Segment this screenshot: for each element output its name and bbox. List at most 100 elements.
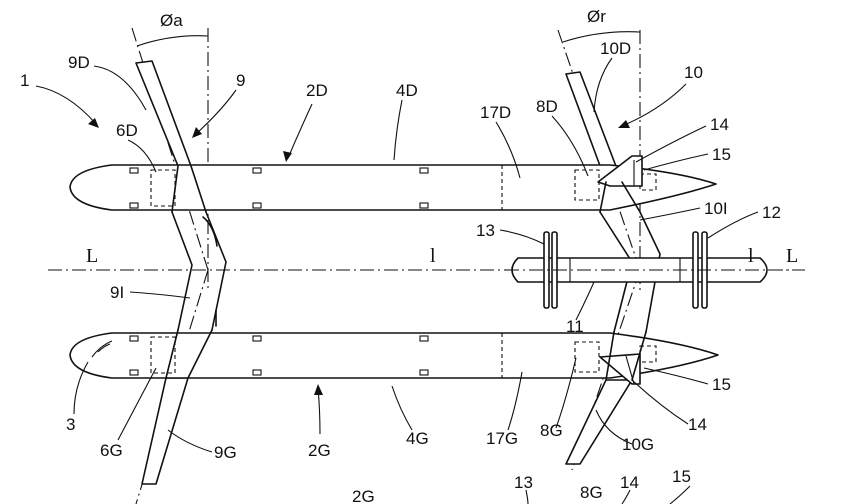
- label-angle-a: Øa: [160, 11, 183, 30]
- label-2g-bottom: 2G: [352, 487, 375, 504]
- leader-8g: [555, 357, 577, 429]
- front-wing-inner-kink: [202, 216, 218, 327]
- leader-4g: [391, 385, 413, 431]
- label-10d: 10D: [600, 39, 631, 58]
- label-1: 1: [20, 71, 29, 90]
- lower-fuselage-window: [252, 369, 262, 376]
- leader-9d: [93, 65, 147, 111]
- label-13-bottom: 13: [514, 473, 533, 492]
- label-13: 13: [476, 221, 495, 240]
- upper-fuselage-window: [129, 167, 139, 174]
- label-10i: 10I: [704, 199, 728, 218]
- label-17d: 17D: [480, 103, 511, 122]
- leader-8d: [551, 115, 589, 177]
- label-17g: 17G: [486, 429, 518, 448]
- upper-tail-fin-14: [597, 155, 643, 187]
- label-15-low: 15: [712, 375, 731, 394]
- leader-13: [499, 229, 545, 245]
- angle-r-arc: [562, 31, 641, 43]
- front-wing-inner-9i: [171, 211, 227, 331]
- leader-11: [575, 281, 595, 321]
- leader-6g: [117, 367, 157, 441]
- leader-10d: [593, 57, 613, 113]
- upper-rear-box-8d: [574, 169, 600, 201]
- upper-fuselage-window: [252, 202, 262, 209]
- leader-10g: [595, 409, 633, 445]
- front-wing-lower-root: [165, 329, 213, 379]
- leader-2d: [287, 103, 313, 159]
- leader-15-bottom: [669, 485, 691, 504]
- leader-17g: [507, 371, 523, 431]
- label-2g: 2G: [308, 441, 331, 460]
- label-axis-l-mid: l: [430, 245, 436, 267]
- lower-fuselage-window: [129, 335, 139, 342]
- front-wing-lower-9g: [141, 377, 189, 485]
- rear-wing-upper-root: [599, 181, 641, 213]
- label-9g: 9G: [214, 443, 237, 462]
- label-8g-bottom: 8G: [580, 483, 603, 502]
- rear-wing-lower-root: [605, 331, 647, 381]
- leader-3: [73, 361, 89, 415]
- label-8d: 8D: [536, 97, 558, 116]
- label-14-low: 14: [688, 415, 707, 434]
- arrowhead-9: [192, 127, 202, 138]
- leader-17d: [495, 121, 521, 179]
- label-axis-L-right: L: [786, 245, 798, 267]
- arrowhead-2g: [314, 384, 323, 395]
- cockpit-windshield-3: [91, 340, 113, 358]
- upper-fuselage-window: [252, 167, 262, 174]
- leader-13-bottom: [525, 489, 529, 504]
- label-14-bottom: 14: [620, 473, 639, 492]
- lower-wing-box-6g: [150, 336, 176, 374]
- upper-fuselage-2d: [69, 164, 717, 211]
- leader-9g: [167, 429, 213, 453]
- lower-fuselage-window: [252, 335, 262, 342]
- label-6d: 6D: [116, 121, 138, 140]
- leader-15-low: [643, 367, 709, 385]
- label-9d: 9D: [68, 53, 90, 72]
- lower-rear-box-8g: [574, 341, 600, 373]
- label-10g: 10G: [622, 435, 654, 454]
- arrowhead-1: [88, 118, 99, 128]
- arrowhead-10: [618, 120, 630, 128]
- upper-fuselage-window: [129, 202, 139, 209]
- lower-tail-fin-14: [599, 353, 641, 385]
- rear-wing-lower-10g: [565, 379, 633, 465]
- leader-10i: [639, 207, 701, 221]
- leader-4d: [393, 99, 403, 161]
- label-11: 11: [566, 317, 584, 336]
- label-15-top: 15: [712, 145, 731, 164]
- label-axis-L-left: L: [86, 245, 98, 267]
- label-axis-l-right: l: [748, 245, 754, 267]
- label-9i: 9I: [110, 283, 124, 302]
- lower-fuselage-window: [419, 335, 429, 342]
- label-angle-r: Ør: [587, 7, 606, 26]
- front-wing-upper-9d: [135, 60, 192, 167]
- label-12: 12: [762, 203, 781, 222]
- label-10: 10: [684, 63, 703, 82]
- front-wing-upper-root: [171, 165, 207, 213]
- lower-fuselage-window: [419, 369, 429, 376]
- leader-1: [35, 85, 97, 125]
- label-9: 9: [236, 71, 245, 90]
- angle-a-arc: [136, 35, 209, 47]
- label-3: 3: [66, 415, 75, 434]
- leader-14-top: [635, 125, 707, 163]
- arrowhead-2d: [283, 151, 292, 162]
- label-2d: 2D: [306, 81, 328, 100]
- label-15-bottom: 15: [672, 467, 691, 486]
- upper-fuselage-window: [419, 202, 429, 209]
- leader-9i: [129, 291, 191, 299]
- label-14-top: 14: [710, 115, 729, 134]
- leader-12: [707, 211, 759, 239]
- leader-10: [621, 83, 687, 127]
- leader-14-bottom: [621, 489, 631, 504]
- leader-15-top: [643, 153, 709, 171]
- label-8g: 8G: [540, 421, 563, 440]
- lower-fuselage-window: [129, 369, 139, 376]
- label-4g: 4G: [406, 429, 429, 448]
- label-6g: 6G: [100, 441, 123, 460]
- leader-14-low: [631, 379, 689, 425]
- leader-6d: [127, 139, 157, 173]
